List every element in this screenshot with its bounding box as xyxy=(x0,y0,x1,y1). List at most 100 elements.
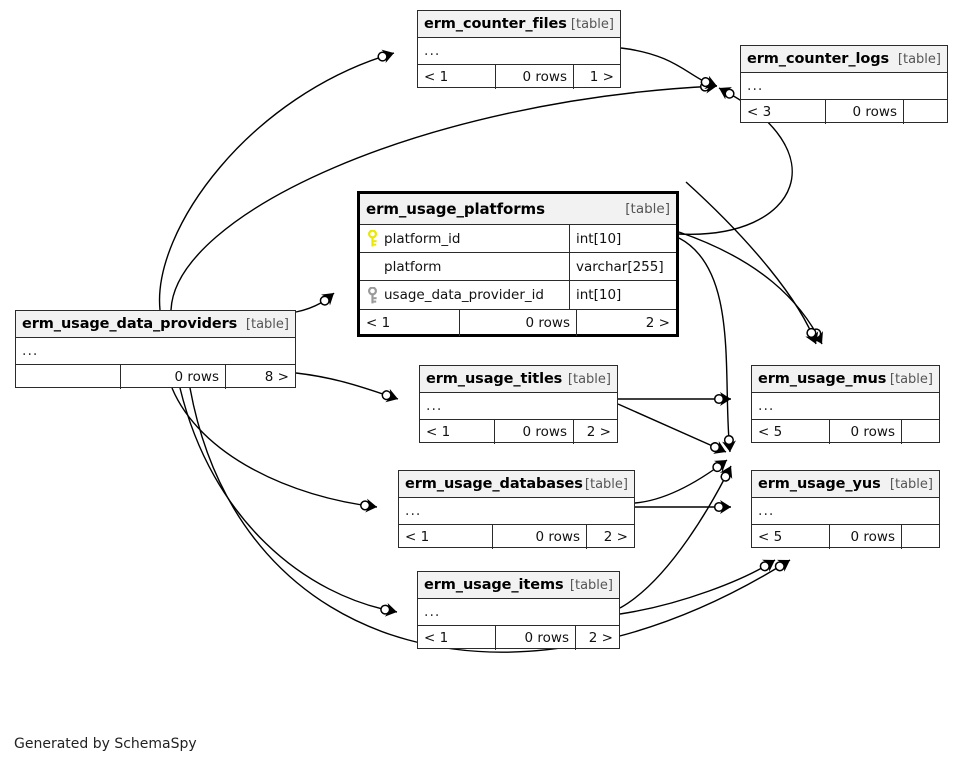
column-label: usage_data_provider_id xyxy=(384,287,544,303)
table-type-tag-erm_counter_logs: [table] xyxy=(897,51,941,67)
optional-zero-marker-icon xyxy=(774,561,785,572)
crowsfoot-arrow-icon xyxy=(384,602,397,617)
column-row-platform[interactable]: platform varchar[255] xyxy=(360,253,676,281)
crowsfoot-arrow-icon xyxy=(385,388,398,403)
table-title-erm_usage_titles: erm_usage_titles xyxy=(426,370,563,387)
optional-zero-marker-icon xyxy=(723,434,734,446)
optional-zero-marker-icon xyxy=(759,561,770,572)
crowsfoot-arrow-icon xyxy=(713,460,727,473)
foreign-key-icon xyxy=(367,286,378,304)
table-body-erm_usage_mus: ... xyxy=(752,393,939,420)
optional-zero-marker-icon xyxy=(720,471,731,482)
table-collapsed-columns: ... xyxy=(752,393,939,419)
footer-cell-0-erm_counter_logs: < 3 xyxy=(741,100,826,124)
table-title-erm_counter_logs: erm_counter_logs xyxy=(747,50,890,67)
optional-zero-marker-icon xyxy=(713,393,725,405)
footer-cell-1-erm_counter_logs: 0 rows xyxy=(826,100,904,124)
crowsfoot-arrow-icon xyxy=(381,49,394,63)
crowsfoot-endpoint xyxy=(319,293,334,306)
crowsfoot-arrow-icon xyxy=(722,440,736,452)
table-body-erm_usage_titles: ... xyxy=(420,393,617,420)
footer-cell-0-erm_usage_data_providers xyxy=(16,365,121,389)
table-header-erm_usage_platforms: erm_usage_platforms [table] xyxy=(360,194,676,225)
footer-cell-1-erm_counter_files: 0 rows xyxy=(496,65,574,89)
table-title-erm_usage_platforms: erm_usage_platforms xyxy=(366,199,545,218)
primary-key-icon xyxy=(367,230,378,247)
table-type-tag-erm_usage_yus: [table] xyxy=(889,476,933,492)
ellipsis-text: ... xyxy=(424,43,441,59)
crowsfoot-arrow-icon xyxy=(704,75,717,90)
crowsfoot-endpoint xyxy=(722,434,736,452)
table-type-tag-erm_usage_data_providers: [table] xyxy=(245,316,289,332)
crowsfoot-arrow-icon xyxy=(720,392,731,406)
table-title-erm_counter_files: erm_counter_files xyxy=(424,15,567,32)
table-header-erm_usage_data_providers: erm_usage_data_providers[table] xyxy=(16,311,295,338)
table-type-tag-erm_usage_platforms: [table] xyxy=(625,200,670,217)
table-collapsed-columns: ... xyxy=(752,498,939,524)
column-label: platform_id xyxy=(384,230,461,247)
table-collapsed-columns: ... xyxy=(741,73,947,99)
footer-cell-1-erm_usage_data_providers: 0 rows xyxy=(121,365,226,389)
relationship-edge-erm_usage_items-to-erm_usage_cluster xyxy=(619,465,732,609)
relationship-edge-erm_usage_cluster-to-erm_usage_mus xyxy=(685,181,817,345)
column-row-usage_data_provider_id[interactable]: usage_data_provider_id int[10] xyxy=(360,281,676,309)
crowsfoot-endpoint xyxy=(713,392,731,406)
table-header-erm_usage_items: erm_usage_items[table] xyxy=(418,572,619,599)
crowsfoot-endpoint xyxy=(719,87,735,100)
footer-cell-2-erm_usage_platforms: 2 > xyxy=(645,315,670,331)
crowsfoot-endpoint xyxy=(712,460,727,473)
ellipsis-text: ... xyxy=(424,604,441,620)
table-title-erm_usage_mus: erm_usage_mus xyxy=(758,370,887,387)
footer-cell-1-erm_usage_titles: 0 rows xyxy=(495,420,574,444)
optional-zero-marker-icon xyxy=(712,462,723,473)
optional-zero-marker-icon xyxy=(724,88,735,99)
crowsfoot-arrow-icon xyxy=(776,559,790,572)
optional-zero-marker-icon xyxy=(713,501,725,513)
ellipsis-text: ... xyxy=(22,343,39,359)
column-datatype: int[10] xyxy=(576,287,622,303)
column-datatype: varchar[255] xyxy=(576,258,664,275)
table-header-erm_usage_titles: erm_usage_titles[table] xyxy=(420,366,617,393)
table-header-erm_usage_yus: erm_usage_yus[table] xyxy=(752,471,939,498)
footer-cell-2-erm_counter_files: 1 > xyxy=(589,69,614,85)
column-label: platform xyxy=(384,258,442,275)
optional-zero-marker-icon xyxy=(381,390,392,401)
footer-cell-1-erm_usage_databases: 0 rows xyxy=(493,525,587,549)
crowsfoot-endpoint xyxy=(774,559,790,572)
relationship-edge-erm_usage_data_providers-to-erm_usage_databases xyxy=(171,387,378,508)
optional-zero-marker-icon xyxy=(377,51,388,62)
crowsfoot-arrow-icon xyxy=(321,293,334,306)
footer-cell-2-erm_counter_logs xyxy=(904,100,947,124)
optional-zero-marker-icon xyxy=(360,500,371,511)
table-footer-erm_usage_data_providers: 0 rows 8 > xyxy=(16,365,295,389)
crowsfoot-arrow-icon xyxy=(713,441,726,454)
crowsfoot-endpoint xyxy=(719,466,733,482)
footer-cell-0-erm_usage_titles: < 1 xyxy=(420,420,495,444)
table-title-erm_usage_items: erm_usage_items xyxy=(424,576,564,593)
footer-cell-2-erm_usage_data_providers: 8 > xyxy=(264,369,289,385)
crowsfoot-endpoint xyxy=(805,327,819,344)
footer-cell-2-erm_usage_items: 2 > xyxy=(588,630,613,646)
footer-cell-2-erm_usage_databases: 2 > xyxy=(603,529,628,545)
ellipsis-text: ... xyxy=(747,78,764,94)
table-node-erm_usage_data_providers[interactable]: erm_usage_data_providers[table]... 0 rows… xyxy=(15,310,296,389)
optional-zero-marker-icon xyxy=(380,604,391,615)
table-body-erm_usage_items: ... xyxy=(418,599,619,626)
crowsfoot-arrow-icon xyxy=(719,466,733,479)
relationship-edge-erm_usage_items-to-erm_usage_yus xyxy=(619,559,776,615)
crowsfoot-arrow-icon xyxy=(805,331,819,344)
table-collapsed-columns: ... xyxy=(418,599,619,625)
table-type-tag-erm_usage_titles: [table] xyxy=(567,371,611,387)
